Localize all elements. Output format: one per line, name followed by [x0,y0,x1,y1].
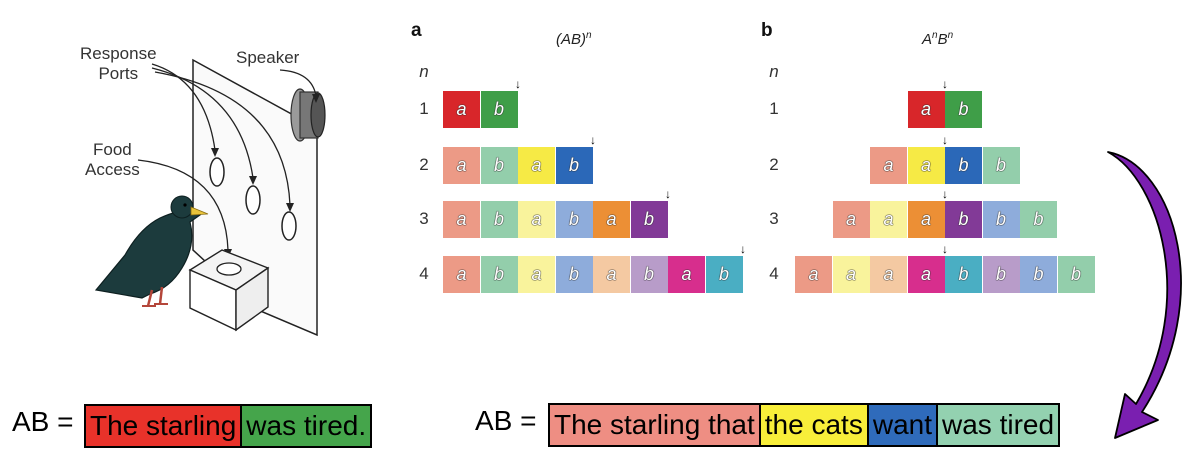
sentence-segment: was tired [936,405,1059,445]
sequence-cell-a: a [907,91,945,128]
sequence-cell-b: b [630,201,668,238]
sequence-cell-b: b [1020,201,1057,238]
panel-a-letter: a [411,20,422,41]
panel-b-title: AnBn [922,30,954,48]
starling-apparatus-illustration [94,58,326,337]
sequence-cell-a: a [832,201,870,238]
boundary-marker-icon: ↓ [942,77,948,91]
sequence-cell-b: b [1020,256,1057,293]
sequence-cell-b: b [555,147,593,184]
response-port-3 [281,211,297,241]
sequence-cell-a: a [668,256,705,293]
panel-b-row-number: 4 [769,264,779,283]
sequence-cell-b: b [982,256,1020,293]
curved-arrow-icon [1107,151,1182,439]
sequence-cell-a: a [870,256,907,293]
sequence-cell-a: a [443,256,480,293]
sequence-cell-a: a [907,147,945,184]
sequence-cell-b: b [630,256,668,293]
nested-sentence-prefix: AB = [475,405,537,436]
sequence-cell-a: a [593,256,630,293]
panel-a-title: (AB)n [556,30,592,48]
sequence-cell-b: b [982,201,1020,238]
sentence-segment: The starling [86,406,241,446]
sequence-cell-b: b [1057,256,1095,293]
response-port-2 [245,185,261,215]
sequence-cell-a: a [907,201,945,238]
starling-bird-icon [94,195,209,307]
sequence-cell-b: b [945,201,982,238]
sequence-cell-a: a [870,147,907,184]
sentence-segment: was tired. [240,406,371,446]
sentence-segment: want [866,405,936,445]
label-speaker: Speaker [236,48,300,67]
boundary-marker-icon: ↓ [942,242,948,256]
boundary-marker-icon: ↓ [942,187,948,201]
sequence-cell-b: b [982,147,1020,184]
panel-a-row-number: 3 [419,209,429,228]
sentence-segment: the cats [758,405,867,445]
panel-a-row-number: 4 [419,264,429,283]
sequence-cell-a: a [518,201,555,238]
sentence-segment: The starling that [550,405,759,445]
sequence-cell-b: b [555,256,593,293]
sequence-cell-b: b [480,147,518,184]
sequence-cell-b: b [480,91,518,128]
speaker-icon [290,88,326,142]
sequence-cell-a: a [518,256,555,293]
panel-a-row-number: 1 [419,99,429,118]
food-box [188,249,270,332]
panel-b-row-number: 2 [769,155,779,174]
sequence-cell-b: b [945,147,982,184]
sequence-cell-b: b [945,256,982,293]
simple-sentence-prefix: AB = [12,406,74,437]
sequence-cell-b: b [480,201,518,238]
label-response-ports: Response Ports [80,44,157,83]
sequence-cell-b: b [945,91,982,128]
panel-a-row-number: 2 [419,155,429,174]
sequence-cell-a: a [907,256,945,293]
sequence-cell-a: a [795,256,832,293]
sequence-cell-a: a [443,91,480,128]
panel-a-n-header: n [419,62,429,81]
boundary-marker-icon: ↓ [590,133,596,147]
sequence-cell-a: a [870,201,907,238]
response-port-1 [209,157,225,187]
sequence-cell-b: b [480,256,518,293]
panel-b-n-header: n [769,62,779,81]
sequence-cell-b: b [555,201,593,238]
label-food-access: Food Access [85,140,140,179]
panel-b-row-number: 1 [769,99,779,118]
sequence-cell-a: a [443,147,480,184]
boundary-marker-icon: ↓ [740,242,746,256]
port-arrows [137,63,317,251]
panel-b-letter: b [761,20,773,41]
sequence-cell-b: b [705,256,743,293]
boundary-marker-icon: ↓ [942,133,948,147]
panel-b-row-number: 3 [769,209,779,228]
boundary-marker-icon: ↓ [515,77,521,91]
sequence-cell-a: a [593,201,630,238]
sequence-cell-a: a [443,201,480,238]
sequence-cell-a: a [518,147,555,184]
sequence-cell-a: a [832,256,870,293]
boundary-marker-icon: ↓ [665,187,671,201]
